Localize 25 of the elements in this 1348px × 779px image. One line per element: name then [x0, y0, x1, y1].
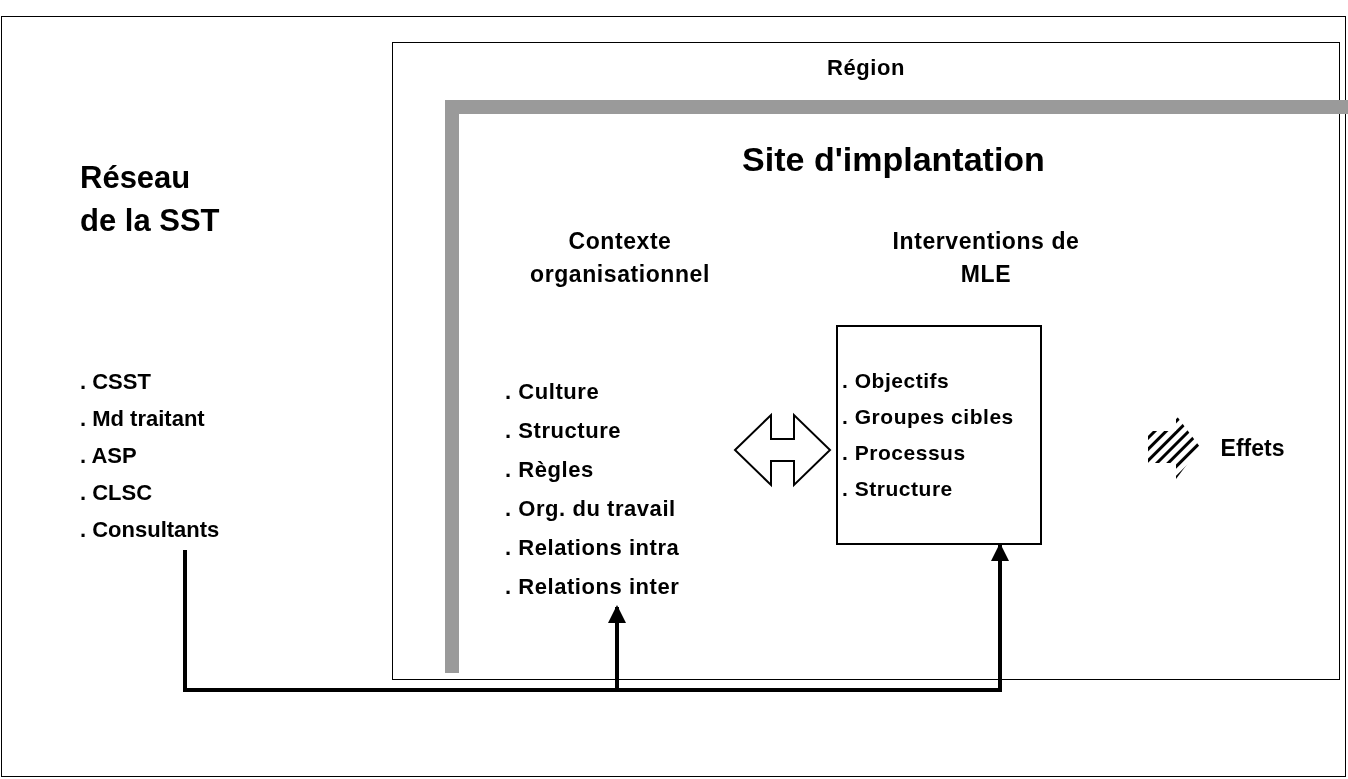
list-item: . Règles — [505, 455, 594, 484]
list-item: . Relations inter — [505, 572, 680, 601]
column-heading: Contexte organisationnel — [529, 227, 711, 290]
list-item: . CLSC — [80, 478, 153, 507]
region-heading: Région — [827, 54, 905, 82]
site-heading: Site d'implantation — [742, 139, 1045, 180]
list-item: . Relations intra — [505, 533, 680, 562]
list-item: . Objectifs — [842, 368, 950, 394]
site-box — [445, 100, 1348, 673]
hatched-arrow — [1148, 415, 1200, 479]
list-item: . Org. du travail — [505, 494, 676, 523]
network-heading: Réseau de la SST — [80, 159, 221, 241]
double-block-arrow — [733, 412, 832, 488]
list-item: . Processus — [842, 440, 966, 466]
list-item: . Structure — [842, 476, 953, 502]
list-item: . Culture — [505, 377, 600, 406]
list-item: . ASP — [80, 441, 137, 470]
list-item: . CSST — [80, 367, 151, 396]
column-heading: Interventions de MLE — [891, 227, 1081, 290]
connector-arrow — [183, 543, 1009, 692]
effects-label: Effets — [1220, 433, 1285, 463]
list-item: . Structure — [505, 416, 622, 445]
list-item: . Md traitant — [80, 404, 205, 433]
list-item: . Groupes cibles — [842, 404, 1014, 430]
list-item: . Consultants — [80, 515, 220, 544]
